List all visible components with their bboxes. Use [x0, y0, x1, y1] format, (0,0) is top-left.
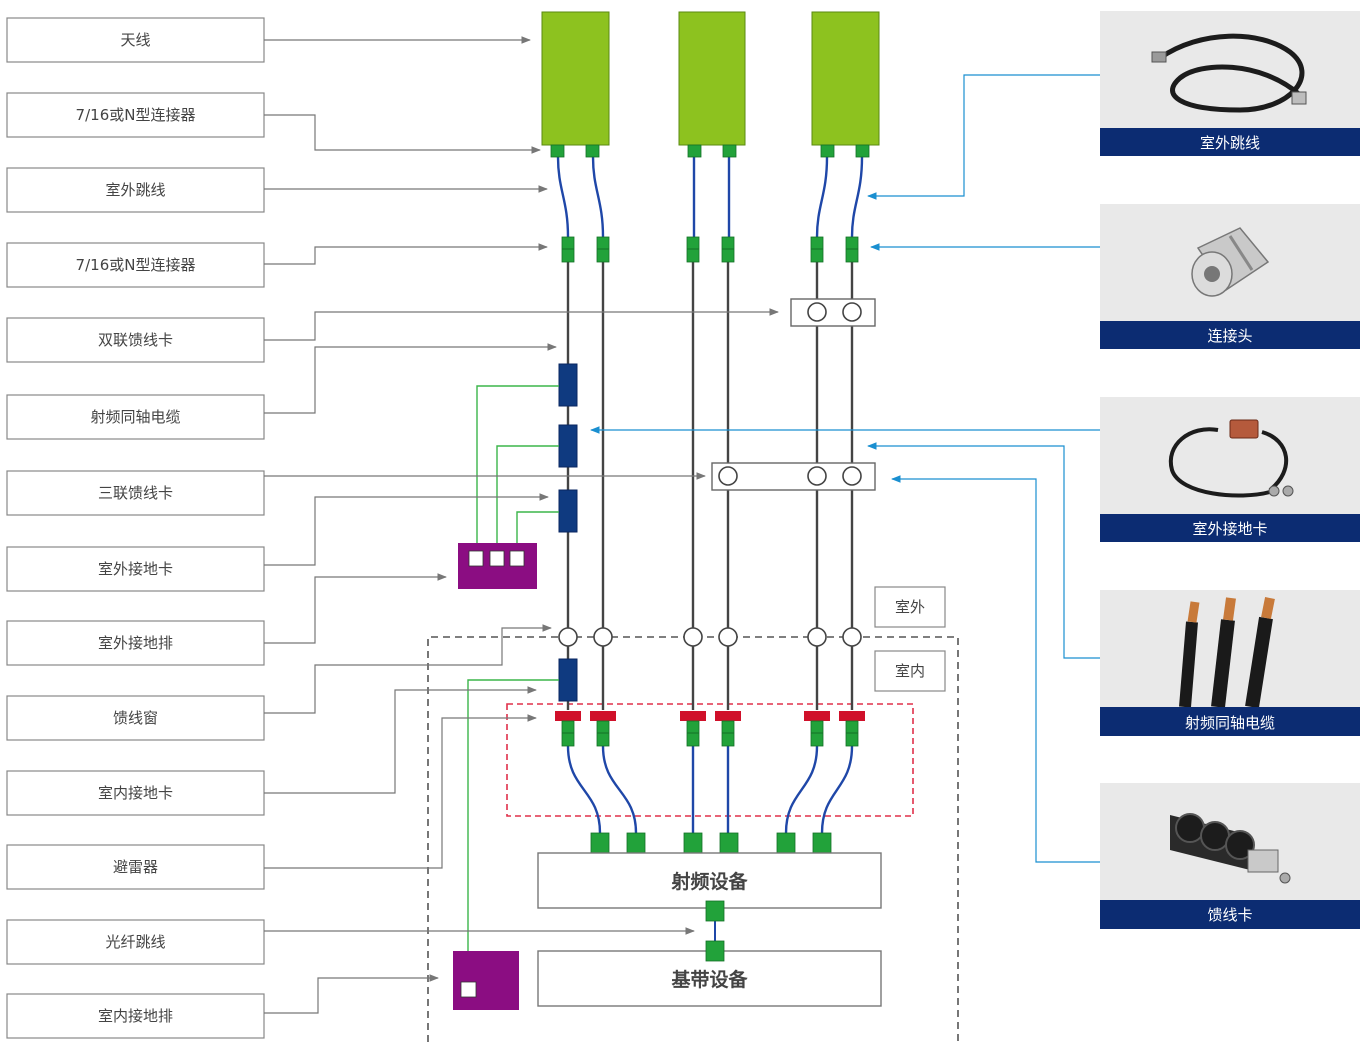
svg-text:室外接地卡: 室外接地卡 — [1192, 520, 1267, 538]
rf-device: 射频设备 — [537, 852, 882, 909]
svg-text:避雷器: 避雷器 — [113, 858, 158, 876]
svg-text:馈线窗: 馈线窗 — [113, 709, 158, 727]
indoor-jumpers — [566, 745, 854, 834]
product-outdoor-jumper: 室外跳线 — [1100, 11, 1360, 156]
svg-text:室内接地排: 室内接地排 — [98, 1007, 173, 1025]
svg-text:室内接地卡: 室内接地卡 — [98, 784, 173, 802]
label-outdoor-grounding-clamp: 室外接地卡 — [6, 546, 265, 592]
svg-text:双联馈线卡: 双联馈线卡 — [98, 331, 173, 349]
svg-text:射频同轴电缆: 射频同轴电缆 — [90, 408, 180, 426]
label-connector-top: 7/16或N型连接器 — [6, 92, 265, 138]
feeder-clip-rings — [718, 302, 862, 486]
product-panels: 室外跳线 连接头 室外接地卡 — [1100, 11, 1360, 929]
outdoor-ground-bar — [458, 543, 537, 589]
svg-text:室外接地排: 室外接地排 — [98, 634, 173, 652]
connectors — [550, 144, 870, 854]
connector-photo — [1191, 227, 1270, 297]
svg-text:室外跳线: 室外跳线 — [105, 181, 165, 199]
svg-text:室外接地卡: 室外接地卡 — [98, 560, 173, 578]
antennas — [541, 11, 880, 146]
svg-text:射频设备: 射频设备 — [670, 870, 748, 893]
label-connector-bottom: 7/16或N型连接器 — [6, 242, 265, 288]
svg-text:连接头: 连接头 — [1207, 327, 1252, 345]
label-outdoor-ground-bar: 室外接地排 — [6, 620, 265, 666]
svg-text:射频同轴电缆: 射频同轴电缆 — [1185, 714, 1275, 732]
lightning-arresters — [555, 711, 865, 721]
fiber-jumper — [705, 900, 725, 962]
left-leader-arrows — [264, 36, 779, 1014]
label-indoor-grounding-clamp: 室内接地卡 — [6, 770, 265, 816]
label-dual-feeder-clip: 双联馈线卡 — [6, 317, 265, 363]
product-outdoor-grounding-clamp: 室外接地卡 — [1100, 397, 1360, 542]
outdoor-jumpers — [556, 156, 864, 238]
grounding-wires — [467, 385, 559, 985]
svg-text:7/16或N型连接器: 7/16或N型连接器 — [76, 106, 196, 124]
label-feeder-window: 馈线窗 — [6, 695, 265, 741]
antenna-2 — [678, 11, 746, 146]
label-antenna: 天线 — [6, 17, 265, 63]
label-lightning-arrester: 避雷器 — [6, 844, 265, 890]
svg-text:室内: 室内 — [895, 662, 925, 680]
coaxial-cable-photo — [1179, 597, 1275, 709]
indoor-ground-bar — [453, 951, 519, 1010]
antenna-3 — [811, 11, 880, 146]
label-outdoor-jumper: 室外跳线 — [6, 167, 265, 213]
label-triple-feeder-clip: 三联馈线卡 — [6, 470, 265, 516]
svg-text:光纤跳线: 光纤跳线 — [105, 933, 165, 951]
label-fiber-jumper: 光纤跳线 — [6, 919, 265, 965]
label-indoor-ground-bar: 室内接地排 — [6, 993, 265, 1039]
grounding-clamps — [558, 363, 578, 702]
product-rf-coaxial-cable: 射频同轴电缆 — [1100, 590, 1360, 736]
antenna-1 — [541, 11, 610, 146]
svg-text:三联馈线卡: 三联馈线卡 — [98, 484, 173, 502]
svg-text:7/16或N型连接器: 7/16或N型连接器 — [76, 256, 196, 274]
left-labels: 天线 7/16或N型连接器 室外跳线 7/16或N型连接器 双联馈线卡 射频同轴… — [6, 17, 265, 1039]
svg-text:天线: 天线 — [120, 31, 150, 49]
product-feeder-clip: 馈线卡 — [1100, 783, 1360, 929]
svg-text:室外跳线: 室外跳线 — [1200, 134, 1260, 152]
product-connector: 连接头 — [1100, 204, 1360, 349]
zone-indoor: 室内 — [874, 650, 946, 692]
svg-text:基带设备: 基带设备 — [670, 968, 748, 991]
svg-text:室外: 室外 — [895, 598, 925, 616]
feeder-window-rings — [558, 627, 862, 647]
right-leader-arrows — [590, 74, 1100, 863]
feeder-clip-photo — [1170, 813, 1291, 884]
grounding-clamp-photo — [1168, 419, 1294, 498]
jumper-cable-photo — [1151, 33, 1307, 113]
label-rf-coaxial-cable: 射频同轴电缆 — [6, 394, 265, 440]
dual-feeder-clip — [790, 298, 876, 327]
zone-outdoor: 室外 — [874, 586, 946, 628]
connector-pins — [562, 248, 858, 734]
arrester-zone — [506, 703, 914, 817]
svg-text:馈线卡: 馈线卡 — [1207, 906, 1252, 924]
